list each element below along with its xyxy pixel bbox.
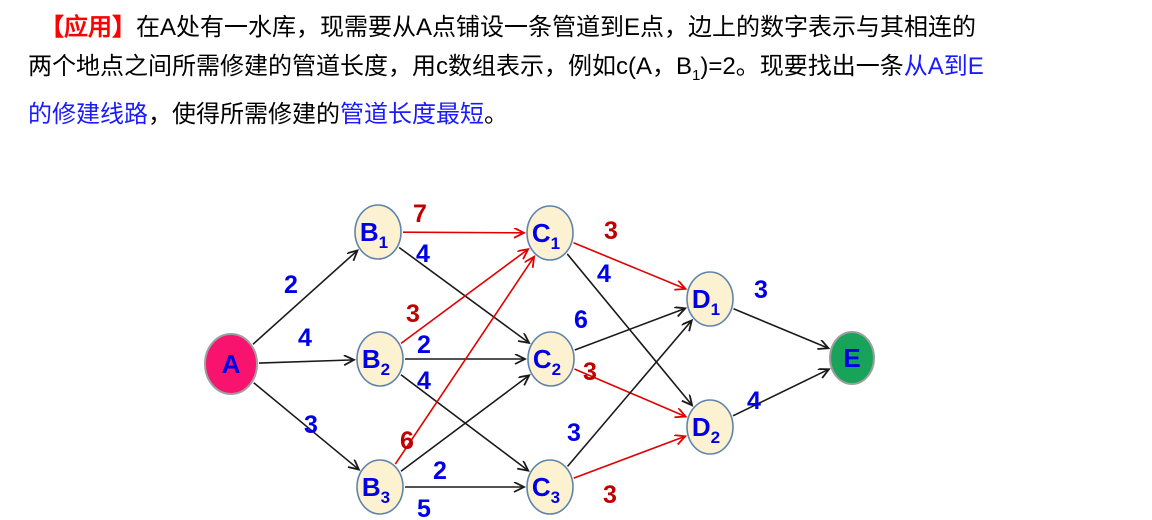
node-shape-C2 <box>527 331 575 387</box>
edge-weight-C2-D1: 6 <box>574 306 588 334</box>
edge-weight-C3-D1: 3 <box>567 419 581 447</box>
node-shape-B2 <box>356 331 404 387</box>
problem-text-line-1: 【应用】在A处有一水库，现需要从A点铺设一条管道到E点，边上的数字表示与其相连的 <box>28 8 1144 47</box>
edge-D1-E <box>733 308 829 348</box>
edge-weight-B2-C1: 3 <box>406 300 420 328</box>
edge-weight-B1-C2: 4 <box>416 240 430 268</box>
text-run: 管道长度最短 <box>340 100 484 128</box>
edge-B3-C2 <box>400 375 529 472</box>
edge-C3-D1 <box>566 320 692 467</box>
edge-C1-D1 <box>573 241 686 289</box>
node-shape-B1 <box>354 204 402 260</box>
node-B1: B1 <box>354 204 402 260</box>
edge-D2-E <box>732 369 829 417</box>
node-D1: D1 <box>686 271 734 327</box>
node-C3: C3 <box>526 459 574 515</box>
problem-text-line-3: 的修建线路，使得所需修建的管道长度最短。 <box>28 95 1144 134</box>
text-run: 在A处有一水库，现需要从A点铺设一条管道到E点，边上的数字表示与其相连的 <box>136 14 977 41</box>
node-shape-C3 <box>526 459 574 515</box>
node-shape-E <box>829 331 875 385</box>
edge-weight-B2-C3: 4 <box>417 367 431 395</box>
edge-weight-B1-C1: 7 <box>413 200 427 228</box>
problem-text-line-2: 两个地点之间所需修建的管道长度，用c数组表示，例如c(A，B1)=2。现要找出一… <box>28 47 1144 95</box>
edge-A-B3 <box>253 382 359 470</box>
edge-B2-C1 <box>400 249 528 345</box>
node-shape-C1 <box>526 205 574 261</box>
text-run: 【应用】 <box>40 14 136 41</box>
text-run: 。 <box>484 100 508 128</box>
edge-weight-B2-C2: 2 <box>417 331 431 359</box>
node-A: A <box>204 333 258 395</box>
node-E: E <box>829 331 875 385</box>
text-run: )=2。现要找出一条 <box>700 53 904 80</box>
edge-weight-A-B3: 3 <box>304 411 318 439</box>
text-run: 从A到E <box>903 53 984 80</box>
edge-B1-C2 <box>398 246 529 342</box>
edge-weight-D2-E: 4 <box>747 387 761 415</box>
node-label-A: A <box>222 349 241 379</box>
node-C2: C2 <box>527 331 575 387</box>
edge-weight-B3-C1: 6 <box>400 427 414 455</box>
edge-weight-B3-C2: 2 <box>433 457 447 485</box>
node-B3: B3 <box>356 459 404 515</box>
edge-weight-C1-D1: 3 <box>604 217 618 245</box>
edge-weight-D1-E: 3 <box>754 276 768 304</box>
edge-weight-B3-C3: 5 <box>417 495 431 520</box>
edge-C3-D2 <box>573 436 685 479</box>
edge-A-B1 <box>252 250 357 345</box>
text-run: ，使得所需修建的 <box>148 100 340 128</box>
node-shape-A <box>204 333 258 395</box>
node-shape-D1 <box>686 271 734 327</box>
edge-B1-C1 <box>402 232 524 233</box>
edge-B3-C1 <box>394 257 534 465</box>
node-D2: D2 <box>686 399 734 455</box>
node-C1: C1 <box>526 205 574 261</box>
edge-A-B2 <box>258 360 354 363</box>
node-label-E: E <box>843 343 860 373</box>
node-shape-D2 <box>686 399 734 455</box>
text-run: 1 <box>692 66 701 84</box>
edge-C2-D1 <box>574 308 686 351</box>
edge-weight-A-B1: 2 <box>284 271 298 299</box>
text-run: 两个地点之间所需修建的管道长度，用c数组表示，例如c(A，B <box>28 53 693 80</box>
edge-weight-C1-D2: 4 <box>597 260 611 288</box>
text-run: 的修建线路 <box>28 100 148 128</box>
problem-statement: 【应用】在A处有一水库，现需要从A点铺设一条管道到E点，边上的数字表示与其相连的… <box>28 8 1144 134</box>
node-B2: B2 <box>356 331 404 387</box>
edge-weight-C2-D2: 3 <box>583 358 597 386</box>
edge-weight-A-B2: 4 <box>298 324 312 352</box>
edge-weight-C3-D2: 3 <box>603 481 617 509</box>
node-shape-B3 <box>356 459 404 515</box>
